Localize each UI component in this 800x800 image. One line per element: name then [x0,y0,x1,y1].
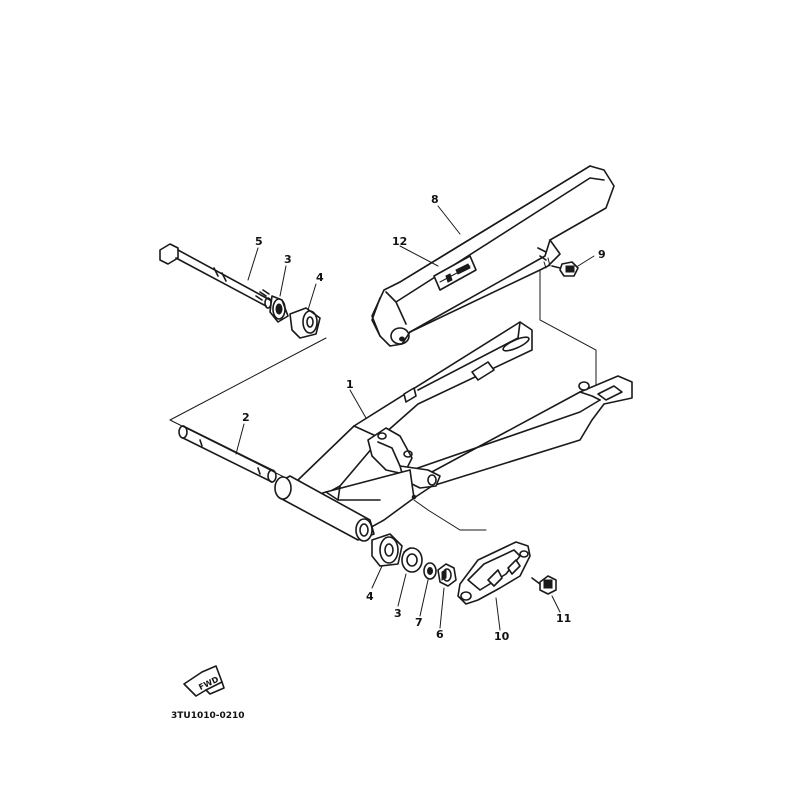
label-plate-part [433,255,477,291]
fwd-arrow-icon: FWD [183,665,225,697]
callout-5: 5 [255,235,263,248]
bushing-part-lower [371,533,403,567]
callout-7: 7 [415,616,423,629]
adjuster-alignment-line [413,499,487,531]
callout-11: 11 [556,612,571,625]
chain-adjuster-part [457,541,531,605]
callout-9: 9 [598,248,606,261]
bushing-part-upper [289,307,321,339]
washer-part [423,562,437,580]
collar-part-lower [401,547,423,573]
inner-shaft-part [178,425,277,483]
pivot-shaft-part [159,243,272,309]
callout-10: 10 [494,630,510,643]
diagram-code: 3TU1010-0210 [171,711,245,721]
callout-6: 6 [436,628,444,641]
shaft-alignment-line [169,337,327,421]
bolt-part-11 [531,575,557,595]
bolt-part-9 [551,261,579,277]
collar-part-upper [269,295,289,323]
callout-leaders [235,205,595,631]
callout-3-upper: 3 [284,253,292,266]
case-alignment-line [539,269,597,393]
callout-3-lower: 3 [394,607,402,620]
callout-12: 12 [392,235,407,248]
callout-4-upper: 4 [316,271,324,284]
callout-2: 2 [242,411,250,424]
swingarm-frame-part [274,321,633,542]
callout-8: 8 [431,193,439,206]
callout-4-lower: 4 [366,590,374,603]
callout-1: 1 [346,378,354,391]
chain-case-part [371,165,615,347]
nut-part [437,563,457,587]
